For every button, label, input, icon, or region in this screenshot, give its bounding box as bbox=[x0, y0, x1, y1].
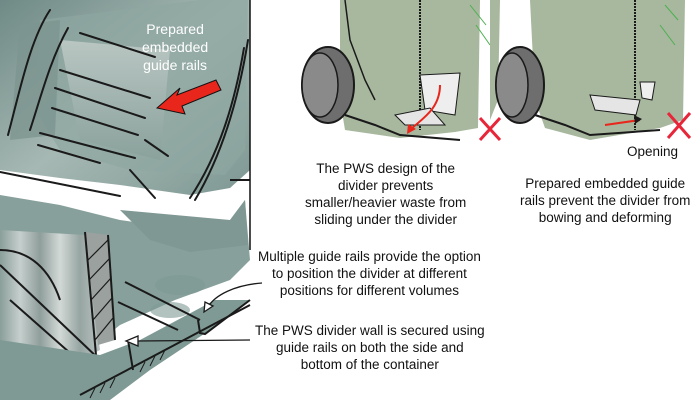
multiple-rails-label: Multiple guide rails provide the option … bbox=[258, 249, 481, 298]
red-cross-icon bbox=[666, 112, 692, 139]
bin-sketch-1 bbox=[301, 0, 502, 142]
opening-label: Opening bbox=[627, 144, 679, 159]
guide-rails-callout-label: Prepared embedded guide rails bbox=[142, 21, 209, 73]
red-arrow-icon bbox=[155, 79, 222, 115]
container-interior-sketch bbox=[0, 0, 251, 400]
red-cross-icon bbox=[478, 116, 502, 142]
callout-arrows bbox=[124, 282, 263, 347]
bin-sketch-2 bbox=[490, 0, 692, 140]
secured-wall-label: The PWS divider wall is secured using gu… bbox=[255, 323, 485, 372]
pws-design-label: The PWS design of the divider prevents s… bbox=[305, 161, 467, 227]
prevent-bowing-label: Prepared embedded guide rails prevent th… bbox=[520, 176, 691, 225]
